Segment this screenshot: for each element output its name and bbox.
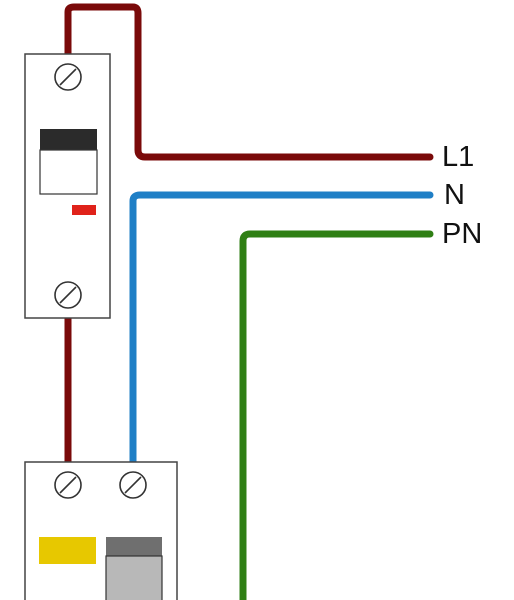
breaker-handle-top <box>40 129 97 150</box>
screw-icon <box>119 471 147 499</box>
pn-label: PN <box>442 218 483 250</box>
screw-icon <box>54 471 82 499</box>
screw-icon <box>54 63 82 91</box>
rcd-handle <box>105 555 163 600</box>
residual-current-device <box>24 461 178 600</box>
l1-label: L1 <box>442 141 475 173</box>
rcd-body <box>24 461 178 600</box>
screw-icon <box>54 281 82 309</box>
n-label: N <box>444 179 465 211</box>
breaker-indicator <box>72 205 96 215</box>
l1-wire <box>64 3 434 161</box>
rcd-test-button <box>39 537 96 564</box>
breaker-handle <box>39 149 98 195</box>
n-wire <box>129 191 434 468</box>
pn-wire <box>239 230 434 600</box>
rcd-handle-top <box>106 537 162 556</box>
circuit-breaker <box>24 53 111 319</box>
